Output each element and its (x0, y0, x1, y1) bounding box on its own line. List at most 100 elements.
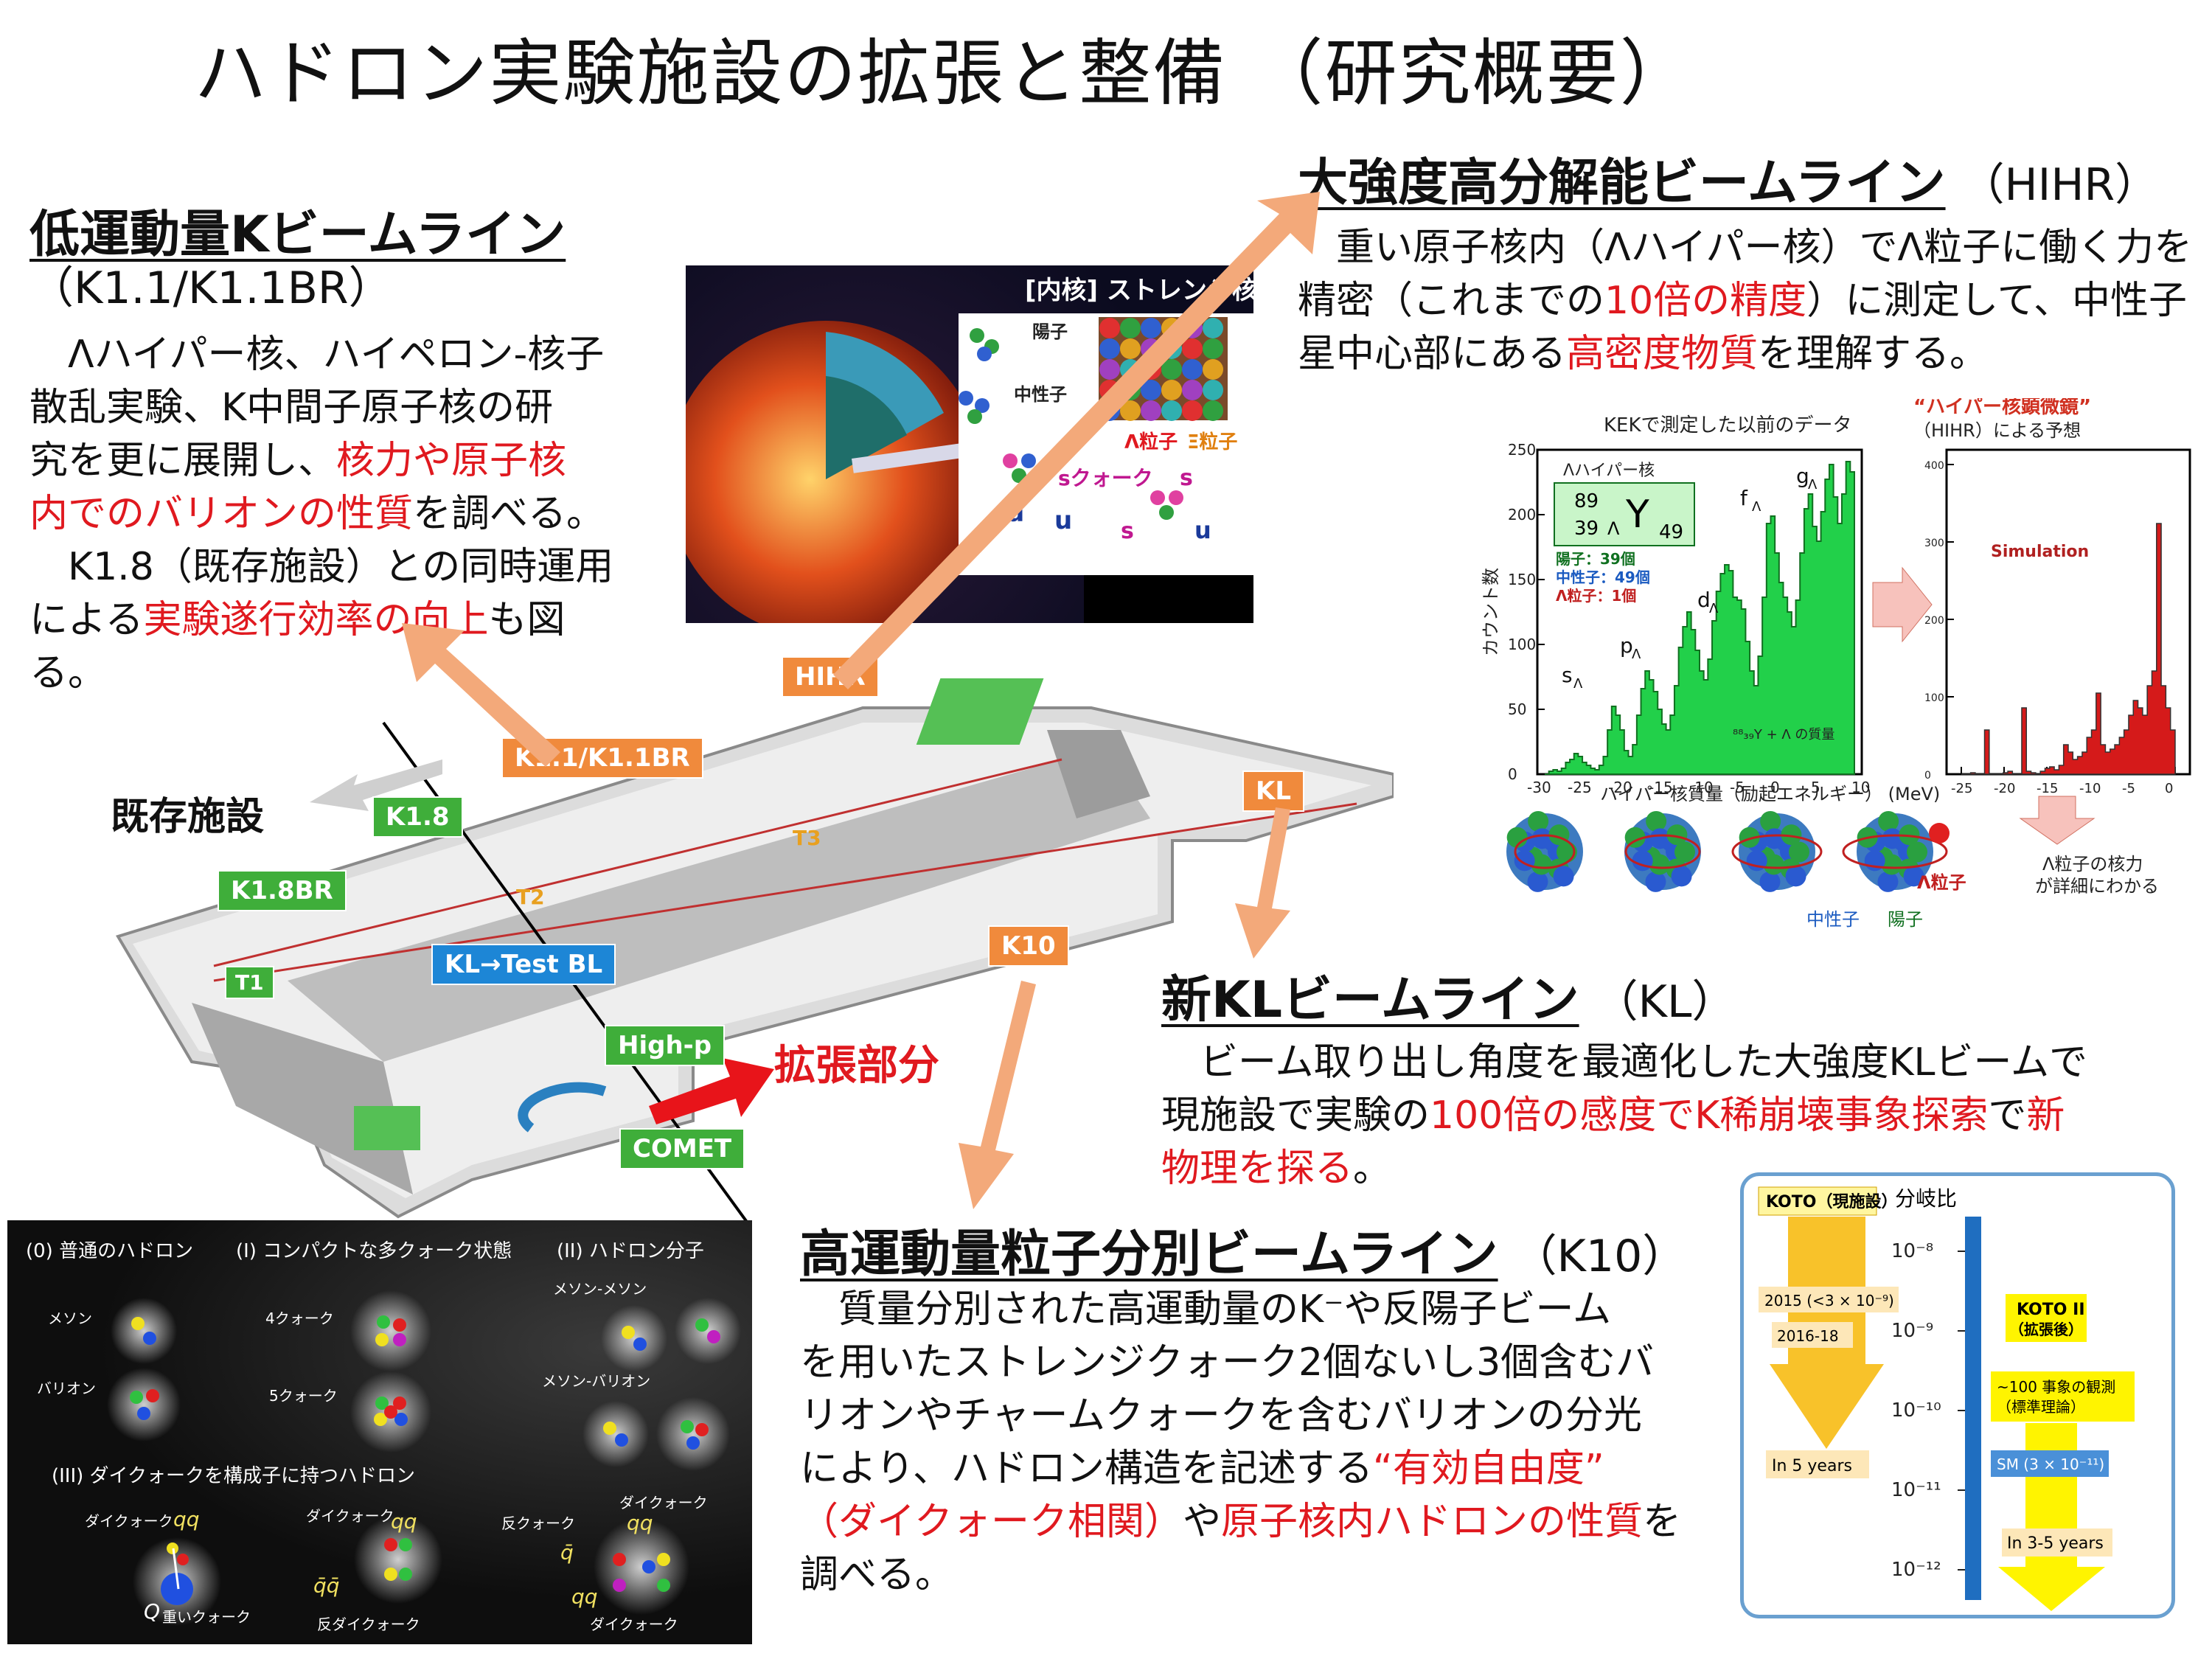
nucleon (1645, 871, 1666, 892)
label-k18: K1.8 (372, 796, 463, 838)
kek-ytick-label: 250 (1508, 441, 1536, 459)
down-arrow-shape (2019, 796, 2096, 845)
matter-ball (1203, 318, 1223, 338)
star-caption: [内核] ストレンジ核物質? (1025, 276, 1253, 305)
text: により、ハドロン構造を記述する (800, 1447, 1373, 1491)
diquark-label-3: ダイクォーク (619, 1494, 708, 1512)
low-k-line: K1.8（既存施設）との同時運用 (29, 545, 614, 589)
branch-label: 分岐比 (1895, 1186, 1957, 1211)
quark (130, 1391, 143, 1404)
quark (657, 1579, 670, 1592)
central-shield (288, 759, 1150, 1062)
in5-box (1766, 1450, 1869, 1478)
hadron-glow (601, 1305, 667, 1371)
koto-exponent: 10⁻¹² (1891, 1559, 1941, 1581)
peak-sub: Λ (1573, 676, 1583, 692)
quark (622, 1326, 635, 1339)
quark (394, 1413, 408, 1426)
xi-label: Ξ粒子 (1187, 431, 1237, 453)
matter-ball (1203, 359, 1223, 380)
hihr-body: 重い原子核内（Λハイパー核）でΛ粒子に働く力を 精密（これまでの10倍の精度）に… (1298, 221, 2197, 380)
quark-baryon: バリオン (37, 1380, 96, 1397)
label-k18br: K1.8BR (218, 870, 347, 911)
nucleon (1624, 827, 1646, 848)
highlight: 内でのバリオンの性質 (29, 492, 414, 536)
lambda-ball (1929, 823, 1950, 844)
quark (177, 1554, 189, 1565)
quark (642, 1560, 655, 1573)
label-kltest: KL→Test BL (431, 944, 616, 985)
matter-ball (1099, 318, 1120, 338)
quark (374, 1413, 387, 1426)
quark (384, 1568, 397, 1581)
matter-ball (1099, 380, 1120, 400)
nucleus-box-title: Λハイパー核 (1563, 462, 1655, 480)
in35-label: In 3-5 years (2007, 1534, 2104, 1553)
kek-xtick-label: -15 (1649, 779, 1673, 796)
highlight: 原子核内ハドロンの性質 (1220, 1500, 1643, 1544)
diquark-label-2: ダイクォーク (306, 1507, 394, 1525)
quark (613, 1553, 626, 1566)
hihr-line: 星中心部にある高密度物質を理解する。 (1298, 327, 2197, 380)
expansion-arrow (649, 1058, 774, 1124)
hihr-title: 大強度高分解能ビームライン (1298, 154, 1946, 212)
quark-clusters (107, 1290, 741, 1626)
koto-now-box (1758, 1186, 1877, 1216)
u-label: u (1054, 506, 1072, 535)
qq-label-1: qq (173, 1507, 200, 1531)
kl-body: ビーム取り出し角度を最適化した大強度KLビームで 現施設で実験の100倍の感度で… (1161, 1036, 2194, 1195)
quark-4q: 4クォーク (265, 1310, 334, 1327)
text: も図 (488, 598, 566, 642)
simulation-label: Simulation (1991, 543, 2089, 561)
hypernucleus-box: Λハイパー核 89 39 Λ Y 49 陽子：39個 中性子：49個 Λ粒子：1… (1554, 462, 1695, 605)
kek-ytick-label: 50 (1508, 700, 1526, 718)
matter-ball (1161, 400, 1182, 421)
nucleon (1506, 827, 1528, 848)
nucleon (1763, 854, 1784, 875)
quark (603, 1422, 616, 1435)
diquark-label-4: ダイクォーク (590, 1615, 678, 1633)
rubble-right (1047, 730, 1150, 818)
label-t3: T3 (793, 826, 821, 850)
label-t1: T1 (225, 966, 274, 999)
kl-line: 物理を探る。 (1161, 1142, 2194, 1195)
squark-label: sクォーク (1058, 466, 1153, 490)
diquark-label-1: ダイクォーク (85, 1512, 173, 1530)
legend-lambda: Λ粒子：1個 (1556, 587, 1636, 605)
lambda-quark (1003, 453, 1018, 468)
highlight: 新 (2026, 1093, 2065, 1138)
quark (399, 1568, 412, 1581)
y2015-label: 2015 (<3 × 10⁻⁹) (1764, 1292, 1894, 1310)
hihr-caption-1: “ハイパー核顕微鏡” (1913, 398, 2091, 418)
k10-body: 質量分別された高運動量のK⁻や反陽子ビーム を用いたストレンジクォーク2個ないし… (800, 1283, 1707, 1601)
nucleon (1514, 850, 1535, 872)
neutron-star-image: [内核] ストレンジ核物質? 陽子 中性子 Λ粒子 Ξ粒子 sクォーク s d … (686, 265, 1253, 623)
quark (393, 1333, 406, 1346)
sim-xtick-label: -10 (2079, 781, 2101, 796)
highlight: 実験遂行効率の向上 (143, 598, 489, 642)
heavy-Q: Q (144, 1599, 160, 1624)
hihr-line: 精密（これまでの10倍の精度）に測定して、中性子 (1298, 274, 2197, 327)
k10-line: 質量分別された高運動量のK⁻や反陽子ビーム (800, 1287, 1611, 1332)
nucleon (1903, 866, 1924, 887)
kek-ytick-label: 0 (1508, 765, 1517, 783)
matter-ball (1120, 380, 1141, 400)
label-comet: COMET (619, 1128, 745, 1169)
k10-line: を用いたストレンジクォーク2個ないし3個含むバ (800, 1340, 1655, 1385)
hadron-glow (354, 1515, 442, 1604)
xi-quark (1169, 490, 1183, 505)
quark (384, 1538, 397, 1551)
text: による (29, 598, 144, 642)
koto-exponent: 10⁻⁹ (1891, 1320, 1933, 1342)
legend-proton: 陽子：39個 (1556, 550, 1635, 568)
green-block-bottom (354, 1106, 420, 1150)
nucleon (1781, 824, 1802, 846)
highlight: 高密度物質 (1566, 332, 1759, 376)
quark (615, 1433, 628, 1447)
proton-label: 陽子 (1032, 321, 1068, 342)
peak-label: p (1620, 633, 1633, 658)
legend-neutron: 中性子：49個 (1556, 568, 1650, 586)
matter-ball (1161, 359, 1182, 380)
highlight: （ダイクォーク相関） (800, 1500, 1183, 1544)
proton-quark (977, 347, 992, 361)
